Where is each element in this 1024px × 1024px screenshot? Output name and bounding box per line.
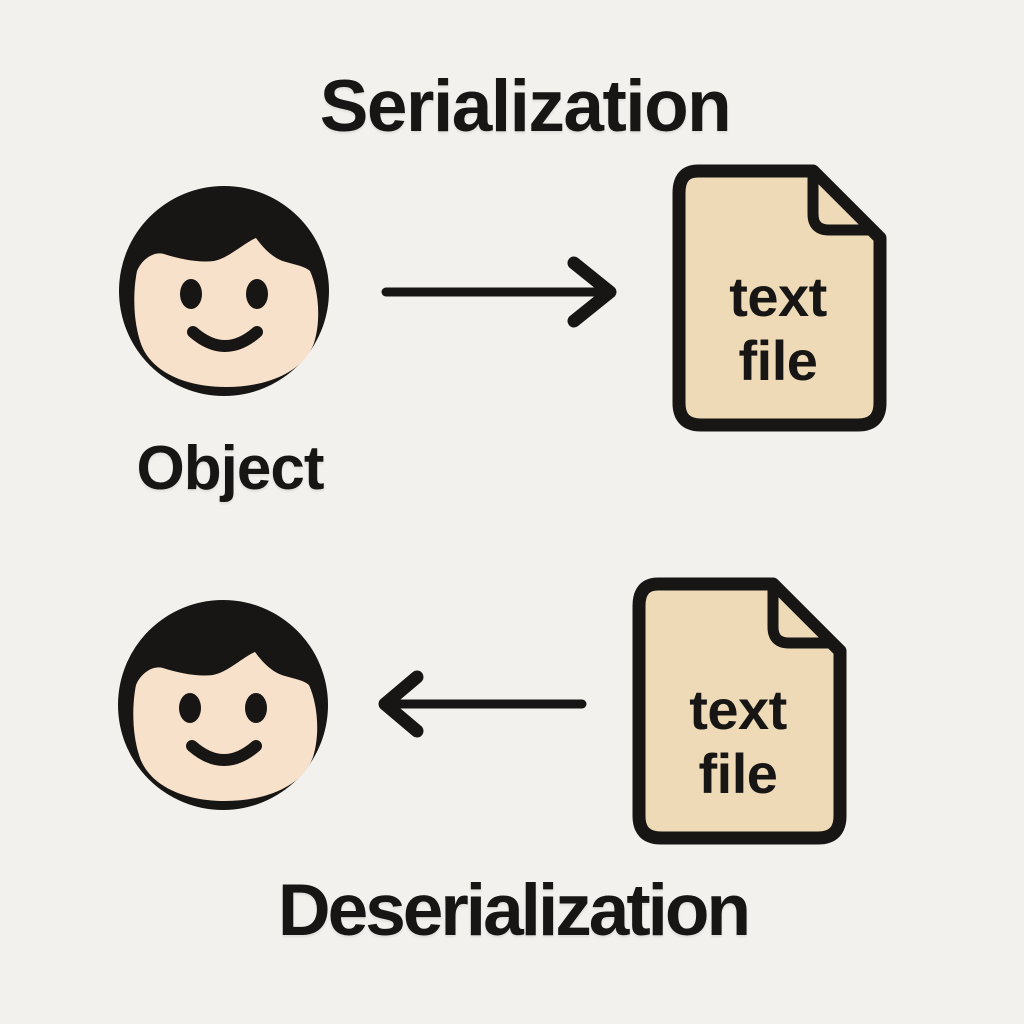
person-object-icon: [114, 181, 334, 401]
arrow-left-icon: [372, 662, 597, 746]
arrow-right-icon: [378, 250, 623, 334]
text-file-icon: text file: [630, 577, 847, 847]
file-text-line: text: [729, 265, 827, 328]
file-text-line: file: [699, 742, 778, 805]
object-label: Object: [136, 434, 325, 503]
text-file-icon: text file: [670, 164, 887, 434]
person-object-icon: [113, 595, 333, 815]
deserialization-title: Deserialization: [277, 870, 751, 951]
file-text-line: text: [689, 678, 787, 741]
file-text-line: file: [739, 329, 818, 392]
serialization-title: Serialization: [319, 66, 732, 147]
